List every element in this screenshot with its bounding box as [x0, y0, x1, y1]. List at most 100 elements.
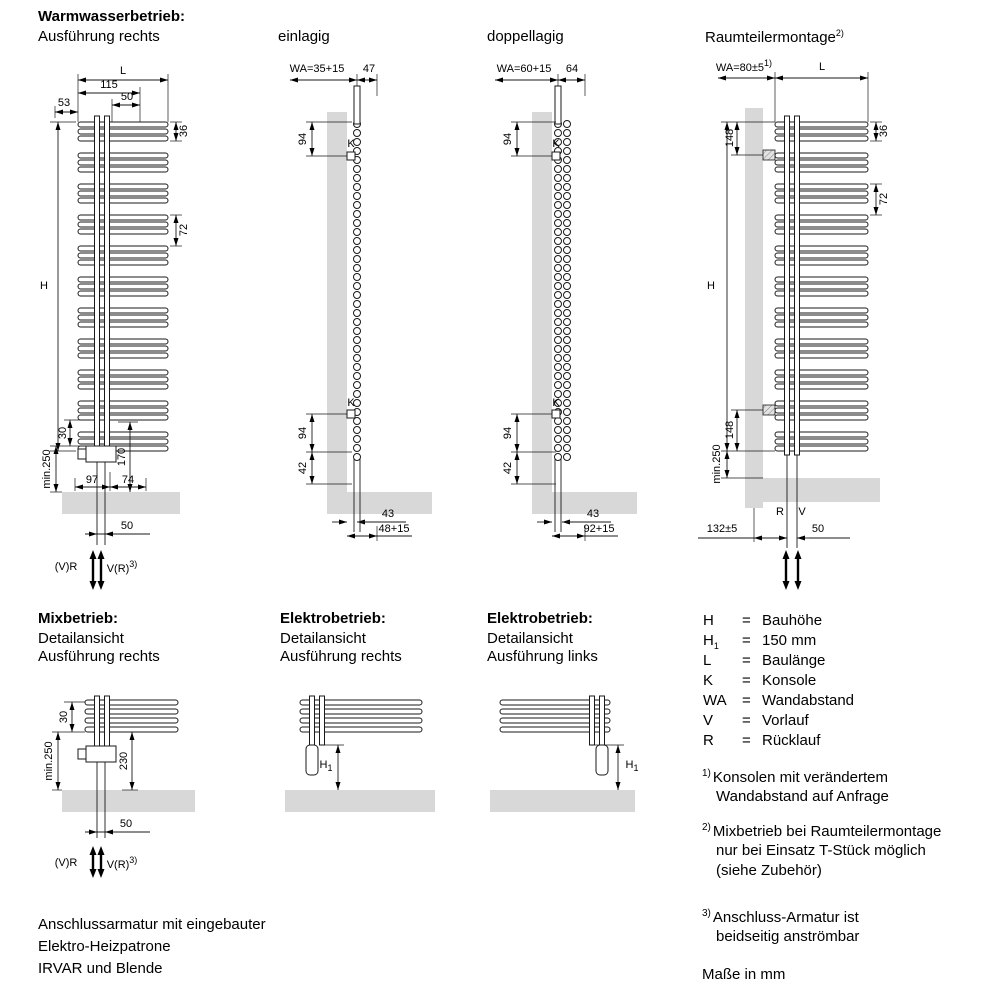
- legend-equals: =: [742, 692, 751, 709]
- legend-value: Konsole: [762, 672, 817, 689]
- legend-value: Rücklauf: [762, 732, 821, 749]
- wa-text: WA=80±5: [715, 61, 765, 74]
- legend-equals: =: [742, 672, 751, 689]
- pipe-label-v: V: [798, 506, 806, 518]
- bottom-note-line-1: Anschlussarmatur mit eingebauter: [38, 916, 266, 933]
- legend-symbol: K: [703, 672, 713, 689]
- front-view-right-drawing: [50, 74, 182, 590]
- mix-subtitle-1: Detailansicht: [38, 630, 124, 647]
- legend-symbol-text: WA: [703, 692, 727, 709]
- dim-label-H: H: [40, 280, 48, 292]
- section-title-warmwasser: Warmwasserbetrieb:: [38, 8, 185, 25]
- footnote-2-line-3: (siehe Zubehör): [716, 862, 822, 879]
- footnote-2-text: Mixbetrieb bei Raumteilermontage: [712, 823, 942, 840]
- flow-direction-arrows: [89, 846, 105, 878]
- h1-sub: 1: [327, 763, 333, 774]
- footnote-3-line-2: beidseitig anströmbar: [716, 928, 860, 945]
- footnote-2-line-1: 2)Mixbetrieb bei Raumteilermontage: [702, 822, 941, 840]
- dim-label-h1-links: H1: [626, 759, 639, 773]
- dim-label-72: 72: [878, 192, 890, 206]
- elektro-links-subtitle-2: Ausführung links: [487, 648, 598, 665]
- dim-label-132: 132±5: [706, 523, 738, 535]
- h1-sub: 1: [633, 763, 639, 774]
- dim-label-48-15: 48+15: [378, 523, 410, 535]
- dim-label-170: 170: [116, 447, 128, 467]
- dim-label-53: 53: [57, 97, 71, 109]
- mix-subtitle-2: Ausführung rechts: [38, 648, 160, 665]
- flow-label-vr-left: (V)R: [54, 561, 78, 573]
- console-label-k-bottom: K: [347, 397, 355, 409]
- footnote-1-line-1: 1)Konsolen mit verändertem: [702, 768, 888, 786]
- dim-label-min250: min.250: [43, 741, 55, 781]
- dim-label-30: 30: [58, 710, 70, 724]
- dim-label-wa-einlagig: WA=35+15: [289, 63, 345, 75]
- legend-symbol-subscript: 1: [713, 641, 719, 651]
- footnote-2-marker: 2): [702, 822, 711, 833]
- dim-label-92-15: 92+15: [583, 523, 615, 535]
- legend-equals: =: [742, 612, 751, 629]
- console-label-k-top: K: [552, 138, 560, 150]
- legend-value: 150 mm: [762, 632, 817, 649]
- footnote-3-text: Anschluss-Armatur ist: [712, 909, 859, 926]
- section-title-raumteilermontage: Raumteilermontage2): [705, 28, 844, 46]
- dim-label-97: 97: [85, 474, 99, 486]
- dim-label-H: H: [707, 280, 715, 292]
- elektro-rechts-subtitle-1: Detailansicht: [280, 630, 366, 647]
- dim-label-47: 47: [362, 63, 376, 75]
- section-title-einlagig: einlagig: [278, 28, 330, 45]
- dim-label-42: 42: [297, 461, 309, 475]
- raumteilermontage-drawing: [698, 72, 882, 590]
- legend-symbol-text: K: [703, 672, 714, 689]
- section-title-doppellagig: doppellagig: [487, 28, 564, 45]
- elektro-links-subtitle-1: Detailansicht: [487, 630, 573, 647]
- legend-equals: =: [742, 712, 751, 729]
- dim-label-43: 43: [586, 508, 600, 520]
- dim-label-50-top: 50: [120, 91, 134, 103]
- dim-label-50: 50: [811, 523, 825, 535]
- legend-equals: =: [742, 652, 751, 669]
- legend-value: Vorlauf: [762, 712, 809, 729]
- legend-value: Wandabstand: [762, 692, 855, 709]
- dim-label-wa-doppellagig: WA=60+15: [496, 63, 552, 75]
- mixbetrieb-detail-drawing: [52, 695, 195, 878]
- bottom-note-line-3: IRVAR und Blende: [38, 960, 163, 977]
- legend-symbol-text: H: [703, 632, 714, 649]
- section-title-elektro-links: Elektrobetrieb:: [487, 610, 593, 627]
- footnote-ref-3: 3): [129, 559, 138, 570]
- dim-label-148-top: 148: [724, 128, 736, 148]
- legend-symbol: H: [703, 612, 714, 629]
- legend-value: Baulänge: [762, 652, 826, 669]
- footnote-ref-1: 1): [764, 58, 773, 69]
- dim-label-230: 230: [118, 751, 130, 771]
- footnote-3-marker: 3): [702, 908, 711, 919]
- flow-label-vr-right-text: V(R): [106, 858, 130, 871]
- dim-label-wa-raumteiler: WA=80±51): [716, 58, 772, 74]
- section-title-elektro-rechts: Elektrobetrieb:: [280, 610, 386, 627]
- h1-base: H: [319, 758, 328, 771]
- footnote-ref-2: 2): [835, 28, 844, 38]
- dim-label-42: 42: [502, 461, 514, 475]
- legend-symbol: H1: [703, 632, 719, 651]
- dim-label-min250: min.250: [41, 449, 53, 489]
- dim-label-148-bottom: 148: [724, 420, 736, 440]
- legend-symbol: L: [703, 652, 711, 669]
- side-view-doppellagig-drawing: [495, 74, 637, 541]
- footnote-1-marker: 1): [702, 768, 711, 779]
- dim-label-50-bottom: 50: [120, 520, 134, 532]
- flow-direction-arrows: [782, 550, 802, 590]
- units-note: Maße in mm: [702, 966, 786, 983]
- dim-label-94-top: 94: [297, 132, 309, 146]
- footnote-ref-3: 3): [129, 855, 138, 866]
- dim-label-94-bottom: 94: [502, 426, 514, 440]
- dim-label-h1-rechts: H1: [320, 759, 333, 773]
- section-title-mixbetrieb: Mixbetrieb:: [38, 610, 119, 627]
- dim-label-50: 50: [119, 818, 133, 830]
- bottom-note-line-2: Elektro-Heizpatrone: [38, 938, 171, 955]
- elektrobetrieb-links-detail-drawing: [490, 695, 635, 812]
- dim-label-min250: min.250: [711, 444, 723, 484]
- dim-label-43: 43: [381, 508, 395, 520]
- dim-label-94-bottom: 94: [297, 426, 309, 440]
- footnote-1-line-2: Wandabstand auf Anfrage: [716, 788, 889, 805]
